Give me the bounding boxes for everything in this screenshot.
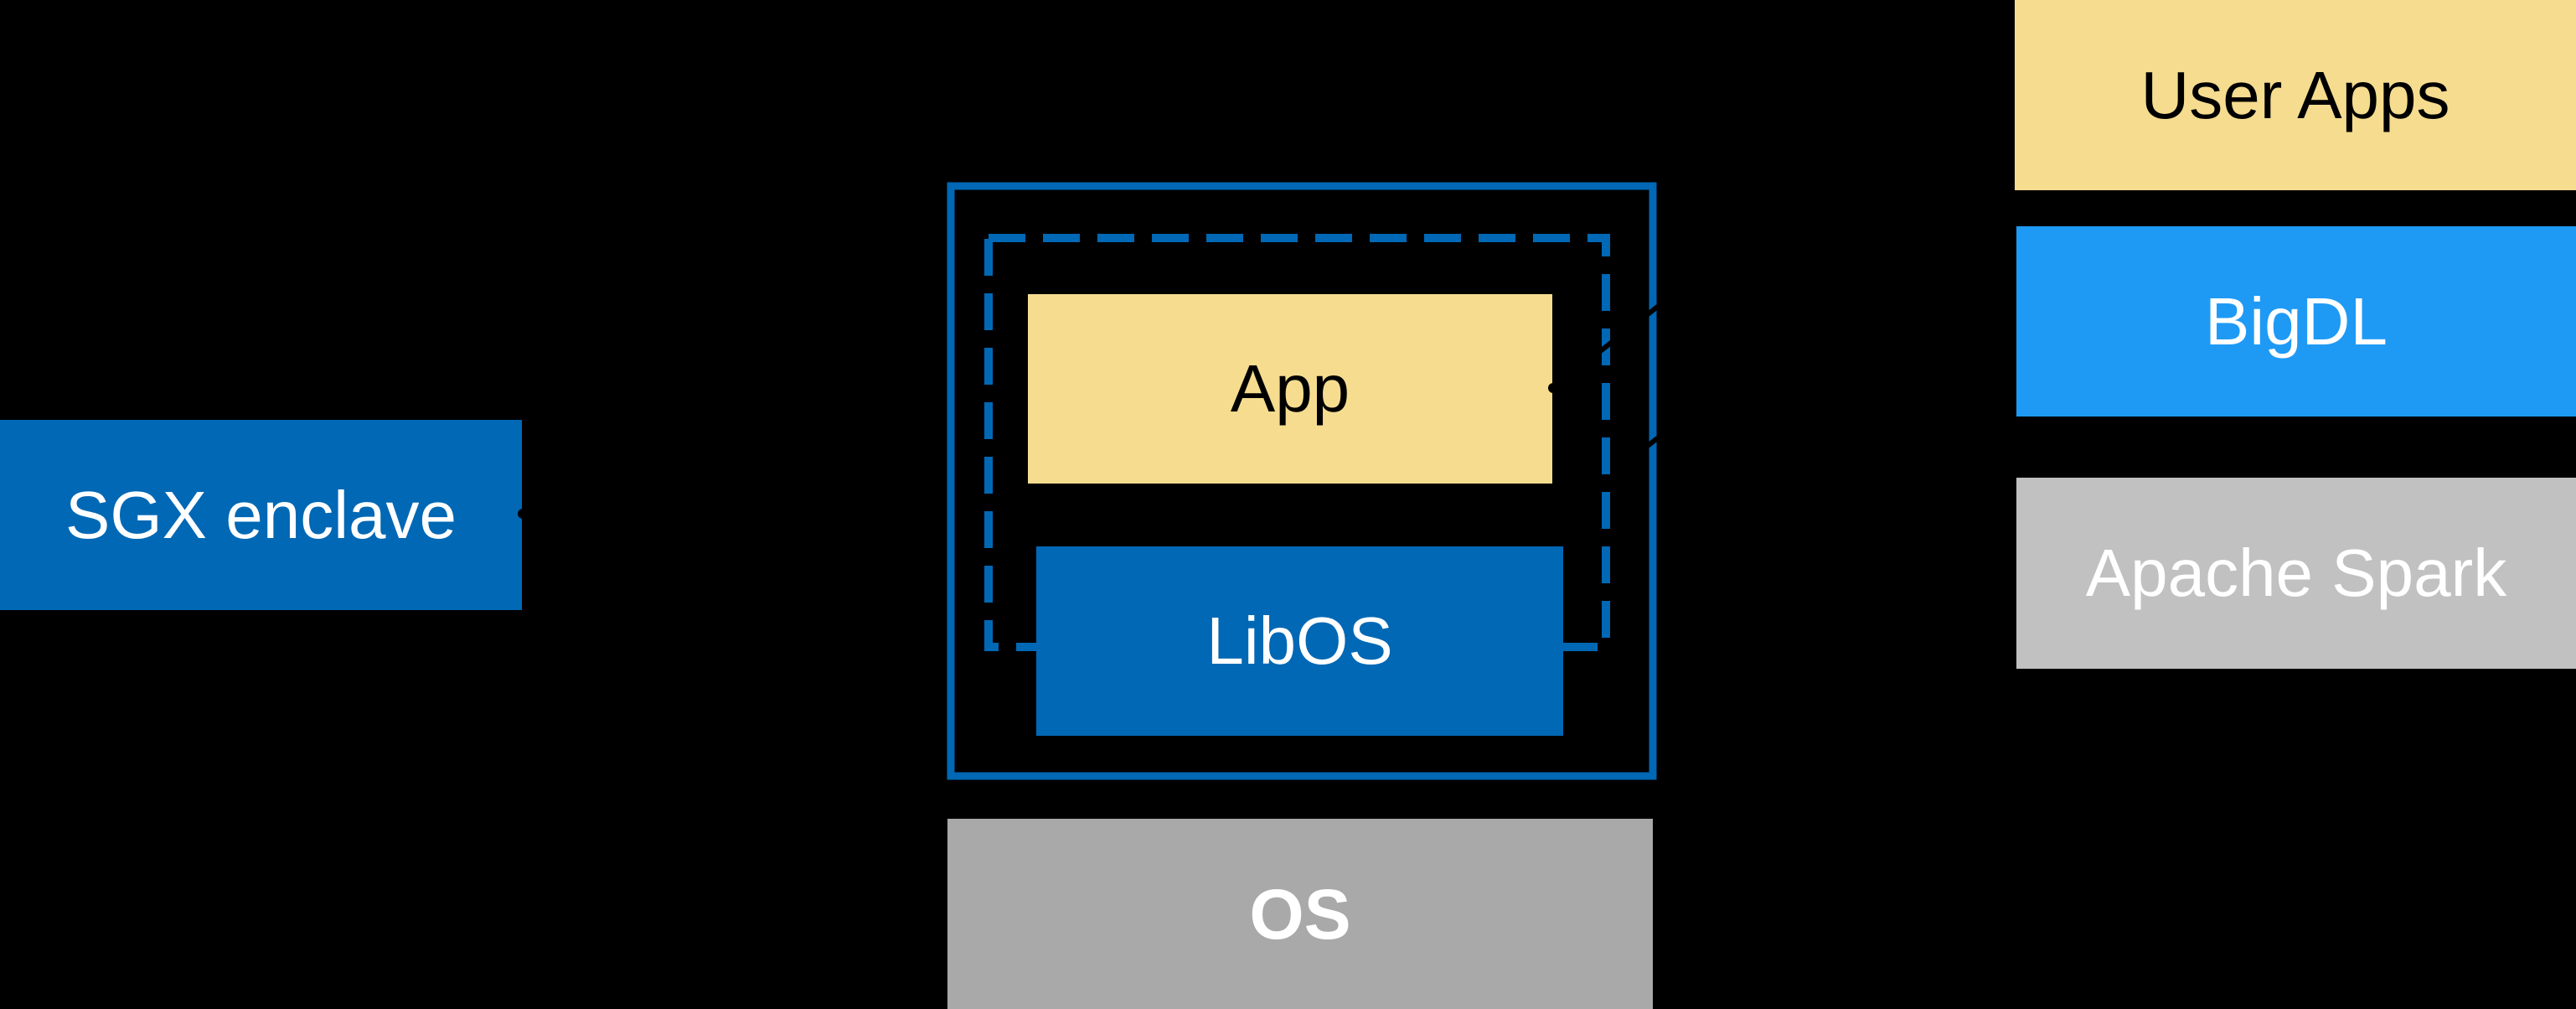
libos-box: LibOS <box>1036 546 1563 736</box>
os-label: OS <box>1249 874 1351 954</box>
app-box: App <box>1028 294 1552 484</box>
sgx-enclave-label: SGX enclave <box>65 477 457 552</box>
user-apps-box: User Apps <box>2015 0 2576 190</box>
apache-spark-box: Apache Spark <box>2016 478 2576 669</box>
apache-spark-label: Apache Spark <box>2085 536 2507 610</box>
bigdl-label: BigDL <box>2205 283 2388 359</box>
app-label: App <box>1230 351 1350 426</box>
bigdl-box: BigDL <box>2016 226 2576 417</box>
user-apps-label: User Apps <box>2140 57 2450 132</box>
os-box: OS <box>947 819 1653 1009</box>
sgx-enclave-label-box: SGX enclave <box>0 420 522 610</box>
callout-line-app <box>1553 274 1698 389</box>
callout-line-enclave <box>1613 406 1698 473</box>
libos-label: LibOS <box>1206 603 1393 678</box>
